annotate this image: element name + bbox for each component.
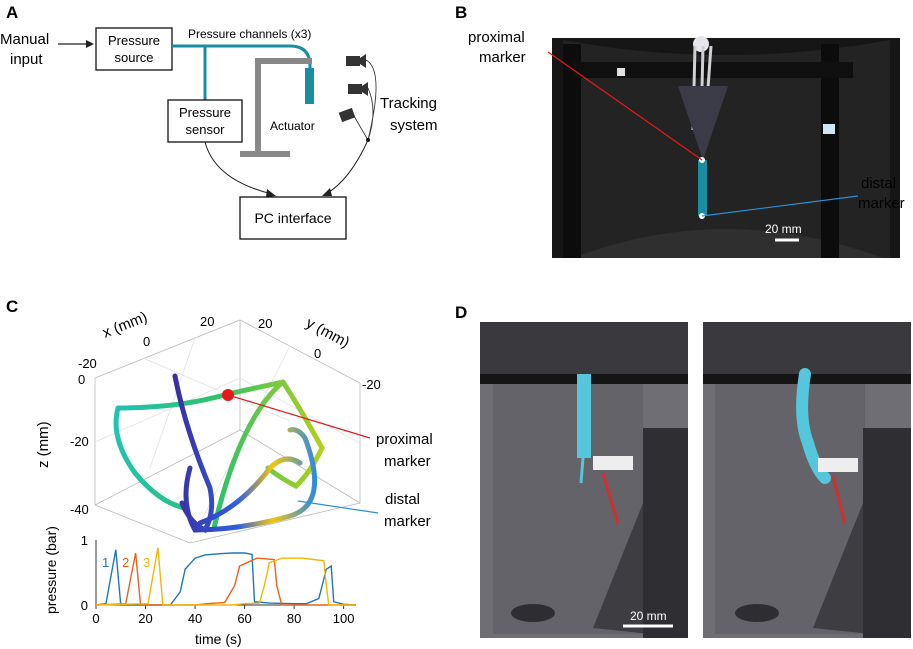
pc-interface-label: PC interface [254,210,331,226]
y-axis-label: y (mm) [303,315,352,352]
x-tick-label: 0 [143,334,150,349]
x-tick-label: 0 [92,611,99,626]
proximal-pointer-line [227,394,371,439]
tracking-arrowhead [322,188,332,196]
distal-marker-label-2: marker [858,195,905,212]
tracking-system-label-2: system [390,117,438,134]
photo-actuator [698,160,707,216]
x-tick-label: -20 [78,356,97,371]
distal-pointer-line [297,500,379,514]
distal-marker-label: distal [861,175,896,192]
x-tick-label: 20 [200,314,214,329]
z-axis-label: z (mm) [35,421,52,468]
photo-funnel [678,86,728,160]
x-tick-label: 20 [138,611,152,626]
sensor-to-pc-arrow [204,141,273,195]
pressure-series-3 [95,547,356,606]
x-tick-label: 100 [333,611,355,626]
y-tick-label: 0 [81,598,88,613]
manual-input-label: Manual [0,31,49,48]
panel-c-figure: C x (mm) y (mm) z (mm) -20 0 20 20 0 -20… [6,297,433,647]
photo-label-sticker [823,124,835,134]
pressure-source-label: Pressure [108,33,160,48]
actuator-body [305,68,314,104]
channel-3-label: 3 [143,555,150,570]
pressure-sensor-label: Pressure [179,105,231,120]
photo-b-scale-label: 20 mm [765,222,802,236]
photo-d-right [703,322,911,638]
manual-input-arrowhead [86,40,94,48]
tracking-camera-icon-2 [348,82,368,96]
photo-crossbar [573,62,853,78]
photo-tube-heads [693,36,709,52]
tracking-to-pc-arrow [325,139,369,195]
pressure-sensor-box [167,99,243,143]
tracking-system-label: Tracking [380,95,437,112]
pressure-source-label-2: source [114,50,153,65]
tracking-camera-icon-3 [338,107,356,123]
pressure-series-2 [95,552,356,606]
photo-label-sticker-2 [617,68,625,76]
actuator-stand [240,58,312,157]
photo-frame-arch [563,40,890,258]
pc-interface-box [239,196,347,240]
panel-a-diagram: A Manual input Pressure source Pressure … [0,3,438,240]
panel-d-photos: D 20 mm [455,303,911,638]
pressure-source-box [95,27,173,71]
proximal-marker-label-2: marker [479,49,526,66]
pressure-channel-tube [172,44,312,70]
sensor-arrowhead [266,189,276,197]
camera-cables [353,59,377,141]
photo-d-scale-label: 20 mm [630,609,667,623]
panel-d-letter: D [455,303,467,322]
y-tick-label: 0 [314,346,321,361]
x-tick-label: 80 [287,611,301,626]
channel-1-label: 1 [102,555,109,570]
photo-right-post [821,44,839,258]
proximal-trajectory [113,379,325,531]
pressure-chart: 0 20 40 60 80 100 0 1 pressure (bar) time (s) 1… [43,526,357,647]
panel-b-letter: B [455,3,467,22]
proximal-marker-label: proximal [468,29,525,46]
channel-2-label: 2 [122,555,129,570]
z-tick-label: -40 [70,502,89,517]
panel-c-letter: C [6,297,18,316]
time-xlabel: time (s) [195,631,242,647]
distal-marker-label: distal [385,491,420,508]
photo-left-post [563,44,581,258]
x-tick-label: 40 [188,611,202,626]
photo-floor [573,229,883,258]
panel-a-letter: A [6,3,18,22]
proximal-pointer-line [547,51,703,161]
pressure-ylabel: pressure (bar) [43,526,59,614]
y-tick-label: 20 [258,316,272,331]
panel-b-photo: B proximal marker distal marker 20 mm [455,3,905,258]
pressure-channels-label: Pressure channels (x3) [188,27,311,41]
photo-d-left: 20 mm [480,322,688,638]
z-tick-label: -20 [70,434,89,449]
tracking-camera-icon-1 [346,54,366,68]
actuator-label: Actuator [270,119,315,133]
z-tick-label: 0 [78,372,85,387]
y-tick-label: 1 [81,533,88,548]
distal-marker-label-2: marker [384,513,431,530]
pressure-sensor-label-2: sensor [185,122,225,137]
manual-input-label-2: input [10,51,43,68]
proximal-marker-label: proximal [376,431,433,448]
x-tick-label: 60 [237,611,251,626]
distal-trajectory [172,373,318,534]
y-tick-label: -20 [362,377,381,392]
distal-pointer-line [701,195,859,217]
proximal-marker-label-2: marker [384,453,431,470]
